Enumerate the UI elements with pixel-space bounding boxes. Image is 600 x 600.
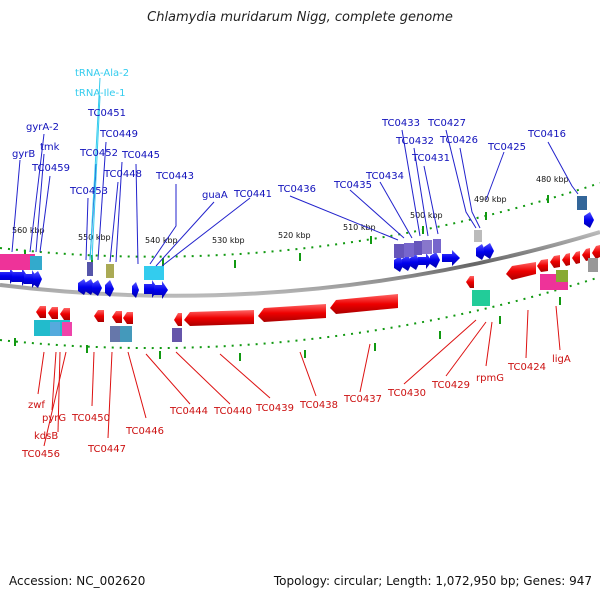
gene-arrow[interactable] xyxy=(174,313,182,326)
tick-label: 500 kbp xyxy=(410,211,443,220)
gene-label[interactable]: TC0441 xyxy=(233,189,272,200)
gene-label[interactable]: TC0433 xyxy=(381,118,420,129)
gene-label[interactable]: guaA xyxy=(202,190,228,201)
gene-arrow[interactable] xyxy=(410,254,420,270)
gene-arrow[interactable] xyxy=(537,259,548,272)
gene-arrow[interactable] xyxy=(418,253,432,269)
gene-arrow[interactable] xyxy=(402,255,412,271)
reverse-genes xyxy=(36,245,600,326)
gene-label[interactable]: TC0431 xyxy=(411,153,450,164)
reverse-gene-labels: zwf pyrG kdsB TC0456 TC0450 TC0447 TC044… xyxy=(21,354,571,460)
gene-arrow[interactable] xyxy=(562,253,570,266)
gene-label[interactable]: TC0426 xyxy=(439,135,478,146)
gene-label[interactable]: TC0430 xyxy=(387,388,426,399)
tick-label: 560 kbp xyxy=(12,226,45,235)
forward-genes xyxy=(0,212,594,299)
gene-label[interactable]: TC0427 xyxy=(427,118,466,129)
tick-labels: 480 kbp 490 kbp 500 kbp 510 kbp 520 kbp … xyxy=(12,175,569,245)
gene-arrow[interactable] xyxy=(60,308,70,320)
gene-label[interactable]: TC0435 xyxy=(333,180,372,191)
gene-label[interactable]: TC0436 xyxy=(277,184,316,195)
gene-label[interactable]: TC0429 xyxy=(431,380,470,391)
gene-arrow[interactable] xyxy=(105,280,114,297)
gene-label[interactable]: rpmG xyxy=(476,373,504,384)
gene-label[interactable]: TC0437 xyxy=(343,394,382,405)
gene-label[interactable]: TC0449 xyxy=(99,129,138,140)
forward-feature-boxes xyxy=(0,196,587,280)
trna-label-lines xyxy=(89,77,101,261)
gene-label[interactable]: TC0434 xyxy=(365,171,404,182)
gene-arrow[interactable] xyxy=(430,252,440,268)
gene-arrow[interactable] xyxy=(184,310,254,326)
gene-label[interactable]: tRNA-Ala-2 xyxy=(75,68,129,79)
gene-label[interactable]: ligA xyxy=(552,354,571,365)
gene-label[interactable]: TC0450 xyxy=(71,413,110,424)
gene-label[interactable]: kdsB xyxy=(34,431,58,442)
reverse-label-lines xyxy=(37,305,561,447)
gene-label[interactable]: TC0448 xyxy=(103,169,142,180)
gene-label[interactable]: tmk xyxy=(40,142,60,153)
tick-label: 490 kbp xyxy=(474,195,507,204)
genome-info-text: Topology: circular; Length: 1,072,950 bp… xyxy=(273,574,592,588)
outer-tick-ring xyxy=(0,182,600,258)
gene-label[interactable]: TC0424 xyxy=(507,362,546,373)
gene-label[interactable]: TC0445 xyxy=(121,150,160,161)
gene-arrow[interactable] xyxy=(506,262,536,280)
tick-label: 480 kbp xyxy=(536,175,569,184)
gene-arrow[interactable] xyxy=(154,281,168,299)
gene-arrow[interactable] xyxy=(442,250,460,266)
gene-arrow[interactable] xyxy=(394,256,404,272)
tick-label: 510 kbp xyxy=(343,223,376,232)
gene-arrow[interactable] xyxy=(476,244,486,260)
gene-arrow[interactable] xyxy=(572,251,580,264)
tick-label: 540 kbp xyxy=(145,236,178,245)
gene-label[interactable]: gyrB xyxy=(12,149,35,160)
gene-arrow[interactable] xyxy=(48,307,58,319)
gene-arrow[interactable] xyxy=(582,248,590,261)
forward-gene-labels: tRNA-Ala-2 tRNA-Ile-1 TC0451 TC0449 gyrA… xyxy=(12,68,566,201)
gene-label[interactable]: pyrG xyxy=(42,413,66,424)
gene-arrow[interactable] xyxy=(592,245,600,259)
gene-label[interactable]: TC0456 xyxy=(21,449,60,460)
gene-label[interactable]: TC0451 xyxy=(87,108,126,119)
gene-label[interactable]: TC0459 xyxy=(31,163,70,174)
gene-arrow[interactable] xyxy=(36,306,46,318)
gene-arrow[interactable] xyxy=(94,310,104,322)
gene-arrow[interactable] xyxy=(330,294,398,314)
gene-arrow[interactable] xyxy=(466,276,474,288)
gene-label[interactable]: TC0438 xyxy=(299,400,338,411)
gene-label[interactable]: TC0432 xyxy=(395,136,434,147)
gene-arrow[interactable] xyxy=(258,304,326,322)
gene-label[interactable]: TC0453 xyxy=(69,186,108,197)
inner-major-ticks xyxy=(14,297,561,361)
gene-label[interactable]: TC0444 xyxy=(169,406,208,417)
gene-label[interactable]: TC0447 xyxy=(87,444,126,455)
tick-label: 550 kbp xyxy=(78,233,111,242)
gene-arrow[interactable] xyxy=(550,255,560,268)
gene-label[interactable]: TC0416 xyxy=(527,129,566,140)
gene-arrow[interactable] xyxy=(123,312,133,324)
gene-label[interactable]: tRNA-Ile-1 xyxy=(75,88,125,99)
inner-tick-ring xyxy=(0,276,600,350)
gene-arrow[interactable] xyxy=(112,311,122,323)
gene-label[interactable]: gyrA-2 xyxy=(26,122,59,133)
gene-arrow[interactable] xyxy=(92,280,102,296)
accession-text: Accession: NC_002620 xyxy=(9,574,146,588)
reverse-feature-boxes xyxy=(34,258,598,342)
tick-label: 520 kbp xyxy=(278,231,311,240)
gene-arrow[interactable] xyxy=(584,212,594,228)
gene-arrow[interactable] xyxy=(132,282,139,298)
gene-arrow[interactable] xyxy=(33,271,42,288)
tick-label: 530 kbp xyxy=(212,236,245,245)
map-title: Chlamydia muridarum Nigg, complete genom… xyxy=(147,10,453,25)
gene-label[interactable]: TC0425 xyxy=(487,142,526,153)
gene-arrow[interactable] xyxy=(484,243,494,259)
gene-label[interactable]: TC0452 xyxy=(79,148,118,159)
gene-label[interactable]: TC0443 xyxy=(155,171,194,182)
gene-label[interactable]: TC0439 xyxy=(255,403,294,414)
gene-label[interactable]: zwf xyxy=(28,400,45,411)
gene-label[interactable]: TC0440 xyxy=(213,406,252,417)
gene-label[interactable]: TC0446 xyxy=(125,426,164,437)
